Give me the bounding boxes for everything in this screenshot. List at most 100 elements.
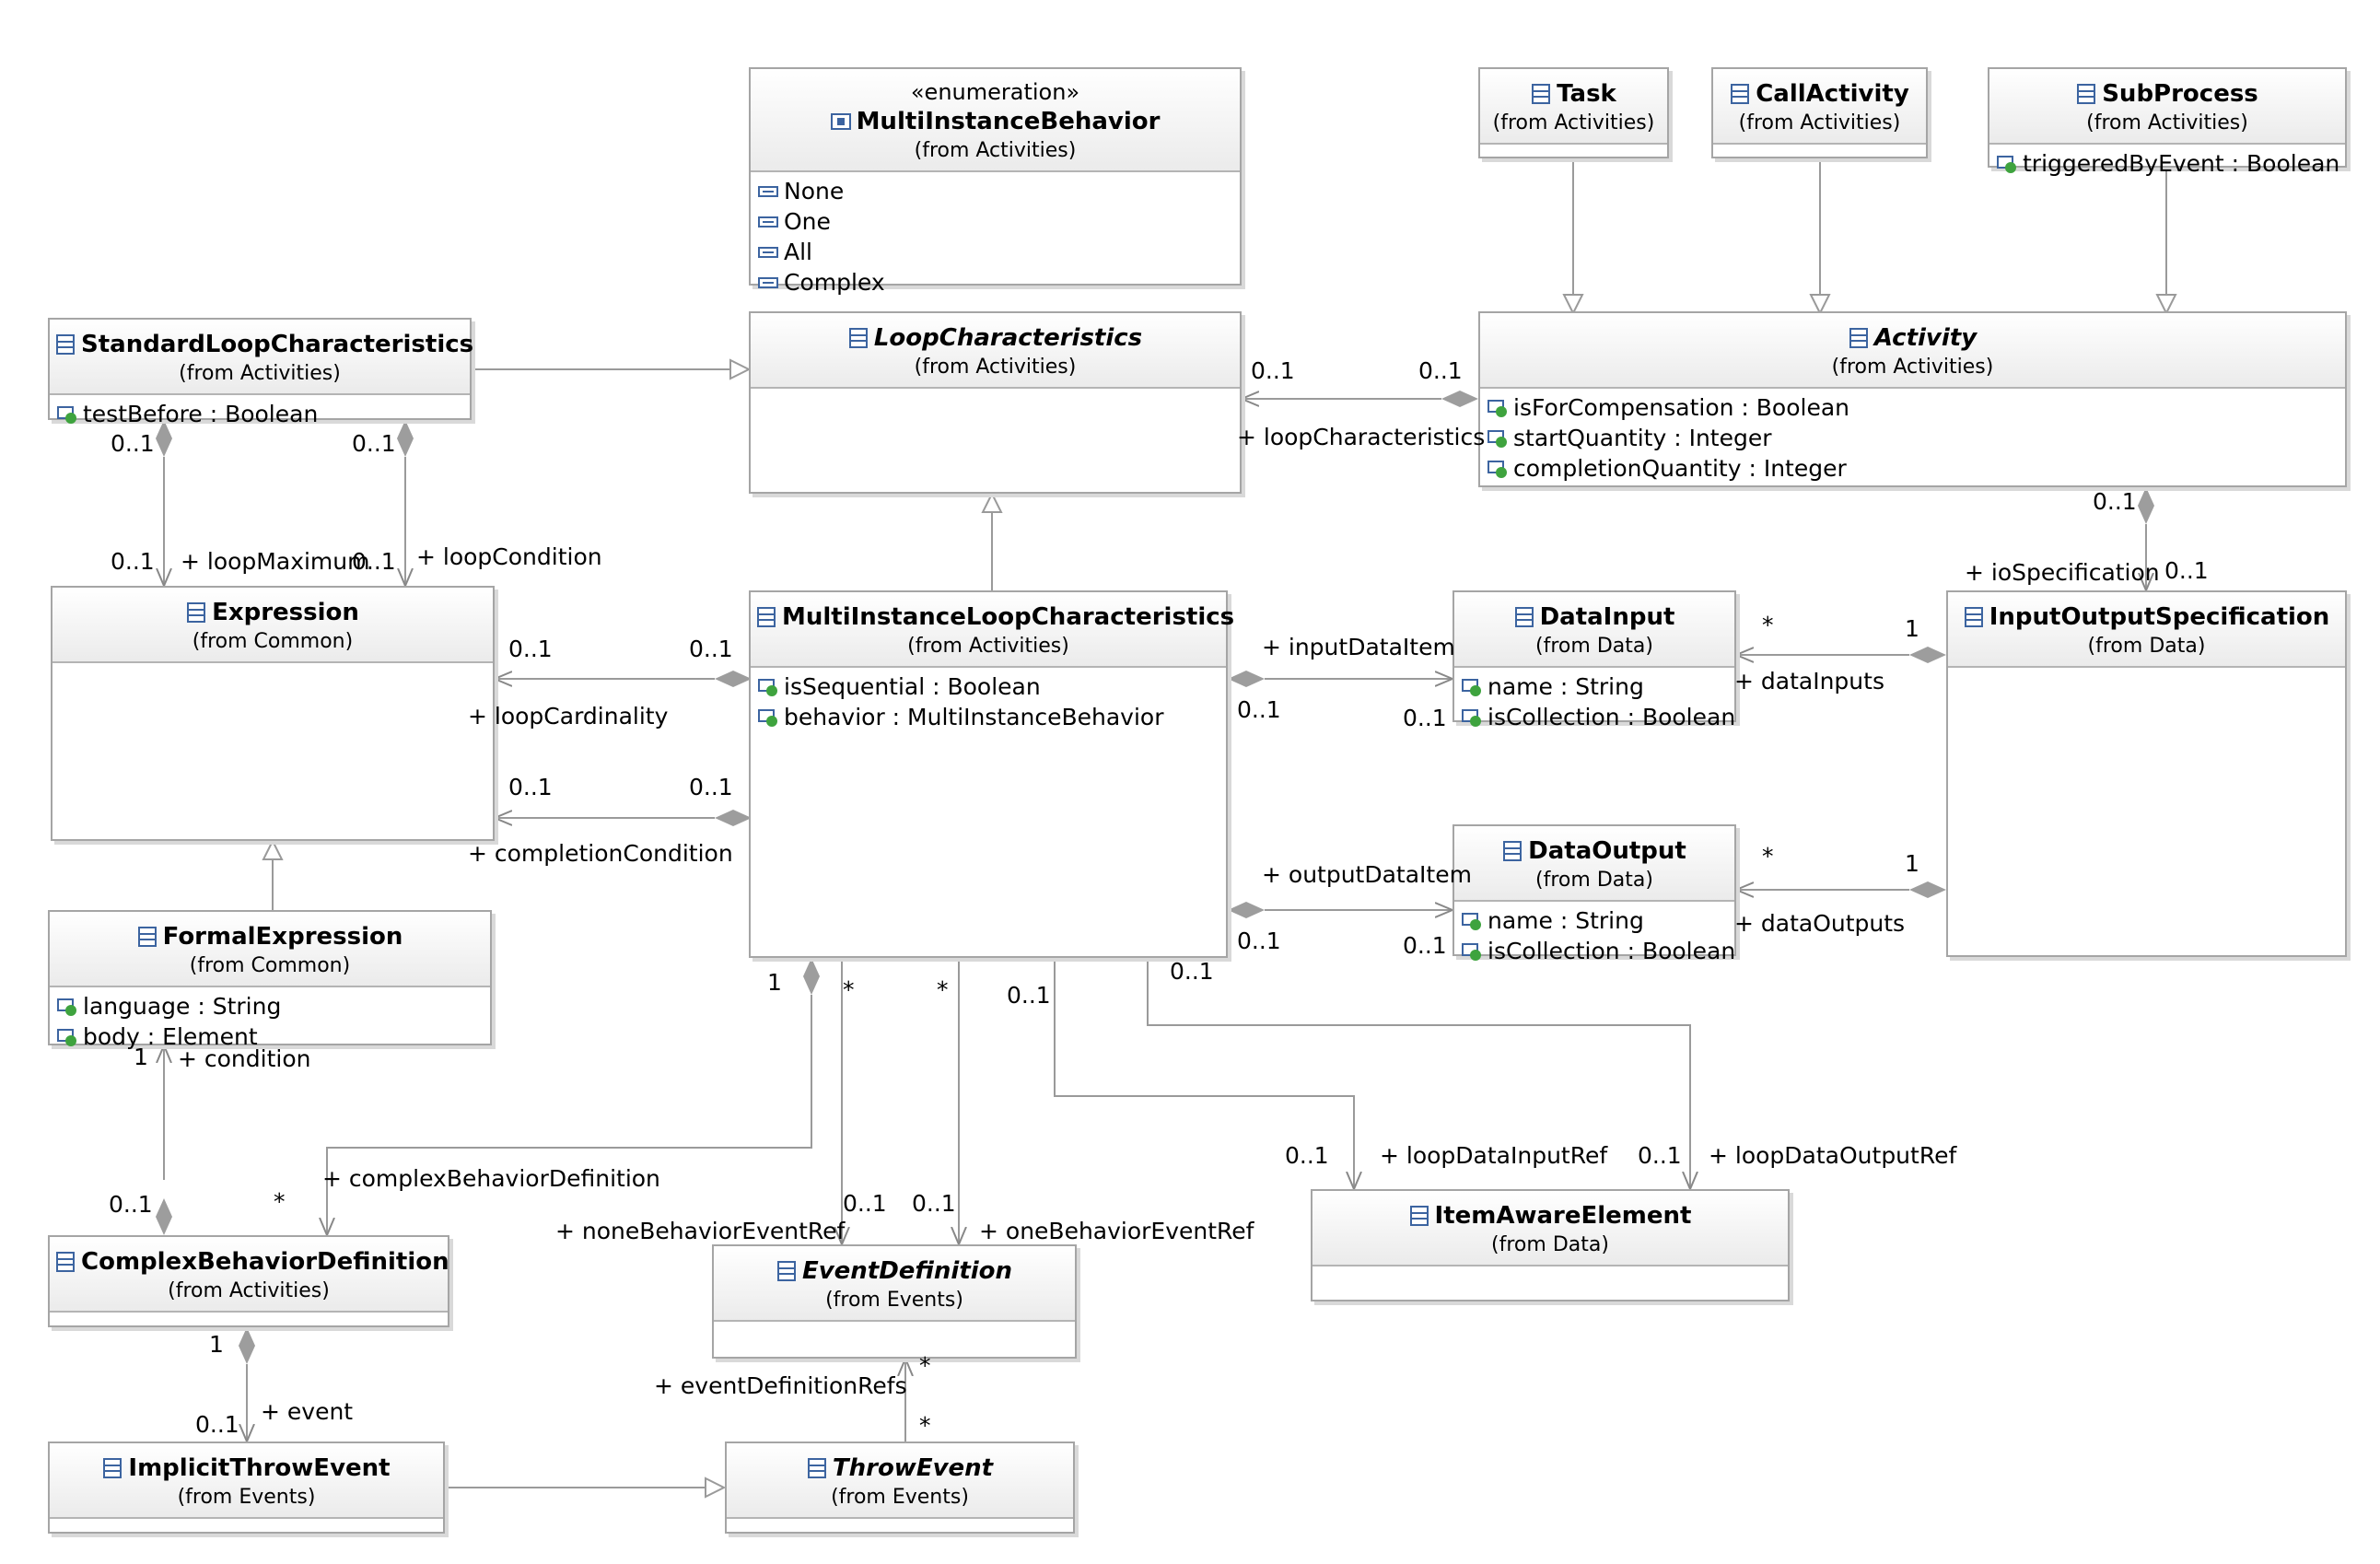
mult-eventdefinitionrefs-source: *: [919, 1412, 931, 1439]
attribute: isSequential : Boolean: [758, 671, 1219, 702]
attribute-icon: [758, 709, 777, 727]
mult-eventdefinitionrefs-target: *: [919, 1352, 931, 1379]
class-datainput[interactable]: DataInput (from Data) name : String isCo…: [1452, 590, 1736, 730]
attribute: startQuantity : Integer: [1488, 423, 2338, 453]
mult-inputdataitem-target: 0..1: [1403, 705, 1447, 731]
role-loopcardinality: + loopCardinality: [468, 703, 669, 729]
mult-condition-target: 1: [134, 1044, 148, 1070]
mult-completioncondition-target: 0..1: [508, 774, 553, 800]
diamond-outputdataitem: [1228, 902, 1265, 918]
class-formalexpression[interactable]: FormalExpression (from Common) language …: [48, 910, 492, 1050]
mult-completioncondition-source: 0..1: [689, 774, 733, 800]
mult-loopdatainputref-target: 0..1: [1285, 1142, 1329, 1169]
diamond-loopmaximum: [156, 420, 172, 457]
class-icon: [1503, 841, 1522, 861]
role-completioncondition: + completionCondition: [468, 840, 733, 867]
role-inputdataitem: + inputDataItem: [1262, 634, 1455, 660]
diamond-dataoutputs: [1909, 881, 1946, 898]
class-name: CallActivity: [1756, 80, 1909, 108]
attribute: name : String: [1462, 671, 1727, 702]
class-name: Activity: [1873, 324, 1978, 352]
class-icon: [1731, 84, 1750, 104]
class-expression[interactable]: Expression (from Common): [51, 586, 495, 841]
class-package: (from Data): [1491, 1233, 1609, 1256]
mult-complexbehavior-source: 1: [767, 969, 782, 996]
class-implicitthrowevent[interactable]: ImplicitThrowEvent (from Events): [48, 1441, 445, 1534]
class-package: (from Common): [189, 954, 351, 977]
role-loopmaximum: + loopMaximum: [181, 548, 370, 575]
class-package: (from Data): [1535, 635, 1653, 658]
class-throwevent[interactable]: ThrowEvent (from Events): [725, 1441, 1075, 1534]
class-icon: [137, 927, 157, 947]
class-icon: [807, 1458, 826, 1478]
mult-datainputs-source: 1: [1905, 615, 1919, 642]
attribute: completionQuantity : Integer: [1488, 453, 2338, 484]
diamond-completioncondition: [715, 810, 752, 826]
class-loopcharacteristics[interactable]: LoopCharacteristics (from Activities): [749, 311, 1242, 494]
diamond-datainputs: [1909, 647, 1946, 663]
attribute-icon: [57, 1029, 76, 1046]
diamond-loopcondition: [397, 420, 414, 457]
role-condition: + condition: [178, 1045, 311, 1072]
class-name: MultiInstanceLoopCharacteristics: [782, 603, 1235, 631]
enumeration-icon: [830, 113, 851, 130]
role-onebehavioreventref: + oneBehaviorEventRef: [979, 1218, 1254, 1244]
class-multiinstancebehavior[interactable]: «enumeration» MultiInstanceBehavior (fro…: [749, 67, 1242, 296]
attribute-icon: [1462, 913, 1481, 930]
class-itemawareelement[interactable]: ItemAwareElement (from Data): [1311, 1189, 1790, 1301]
class-package: (from Data): [1535, 869, 1653, 892]
attribute: testBefore : Boolean: [57, 399, 462, 429]
enum-literal: All: [758, 237, 1232, 267]
class-task[interactable]: Task (from Activities): [1478, 67, 1669, 158]
gen-arrow-multiloop: [981, 491, 1003, 513]
attribute: language : String: [57, 991, 483, 1021]
class-name: ComplexBehaviorDefinition: [81, 1248, 449, 1276]
gen-arrow-standardloop: [729, 358, 752, 380]
attribute-icon: [1997, 156, 2016, 173]
mult-loopdataoutputref-source: 0..1: [1170, 958, 1214, 985]
attribute-icon: [1462, 943, 1481, 961]
mult-complexbehavior-target: *: [274, 1188, 286, 1215]
class-icon: [1964, 607, 1983, 627]
gen-arrow-task: [1562, 294, 1584, 316]
class-dataoutput[interactable]: DataOutput (from Data) name : String isC…: [1452, 824, 1736, 964]
mult-loopdatainputref-source: 0..1: [1007, 982, 1051, 1009]
class-package: (from Events): [825, 1289, 963, 1312]
class-activity[interactable]: Activity (from Activities) isForCompensa…: [1478, 311, 2347, 487]
attribute: isCollection : Boolean: [1462, 702, 1735, 732]
class-name: SubProcess: [2102, 80, 2258, 108]
diamond-condition: [156, 1198, 172, 1235]
class-inputoutputspecification[interactable]: InputOutputSpecification (from Data): [1946, 590, 2347, 957]
class-name: ThrowEvent: [832, 1454, 994, 1482]
attribute-icon: [1488, 461, 1507, 478]
mult-loopcondition-target: 0..1: [352, 548, 396, 575]
class-subprocess[interactable]: SubProcess (from Activities) triggeredBy…: [1988, 67, 2347, 177]
class-package: (from Activities): [168, 1279, 330, 1302]
mult-nonebehavior-target: 0..1: [843, 1190, 887, 1217]
class-icon: [757, 607, 776, 627]
class-callactivity[interactable]: CallActivity (from Activities): [1711, 67, 1928, 158]
class-icon: [1514, 607, 1534, 627]
class-package: (from Activities): [914, 139, 1077, 162]
mult-loopcharacteristics-target: 0..1: [1251, 357, 1295, 384]
assoc-complexbehaviordefinition: [327, 995, 812, 1235]
diamond-iospecification: [2138, 487, 2154, 524]
class-eventdefinition[interactable]: EventDefinition (from Events): [712, 1244, 1077, 1359]
attribute-icon: [1488, 400, 1507, 417]
attribute: triggeredByEvent : Boolean: [1997, 148, 2339, 179]
gen-arrow-formalexpr: [262, 838, 284, 860]
class-standardloopcharacteristics[interactable]: StandardLoopCharacteristics (from Activi…: [48, 318, 473, 427]
role-dataoutputs: + dataOutputs: [1734, 910, 1906, 937]
class-multiinstanceloopcharacteristics[interactable]: MultiInstanceLoopCharacteristics (from A…: [749, 590, 1234, 958]
gen-arrow-callactivity: [1809, 294, 1831, 316]
class-complexbehaviordefinition[interactable]: ComplexBehaviorDefinition (from Activiti…: [48, 1235, 449, 1327]
enum-literal: One: [758, 206, 1232, 237]
gen-arrow-subprocess: [2155, 294, 2177, 316]
diamond-loopcardinality: [715, 671, 752, 687]
mult-loopcardinality-source: 0..1: [689, 636, 733, 662]
stereotype-label: «enumeration»: [910, 79, 1080, 105]
class-name: InputOutputSpecification: [1989, 603, 2330, 631]
enum-literal: Complex: [758, 267, 1232, 298]
class-package: (from Activities): [179, 362, 341, 385]
